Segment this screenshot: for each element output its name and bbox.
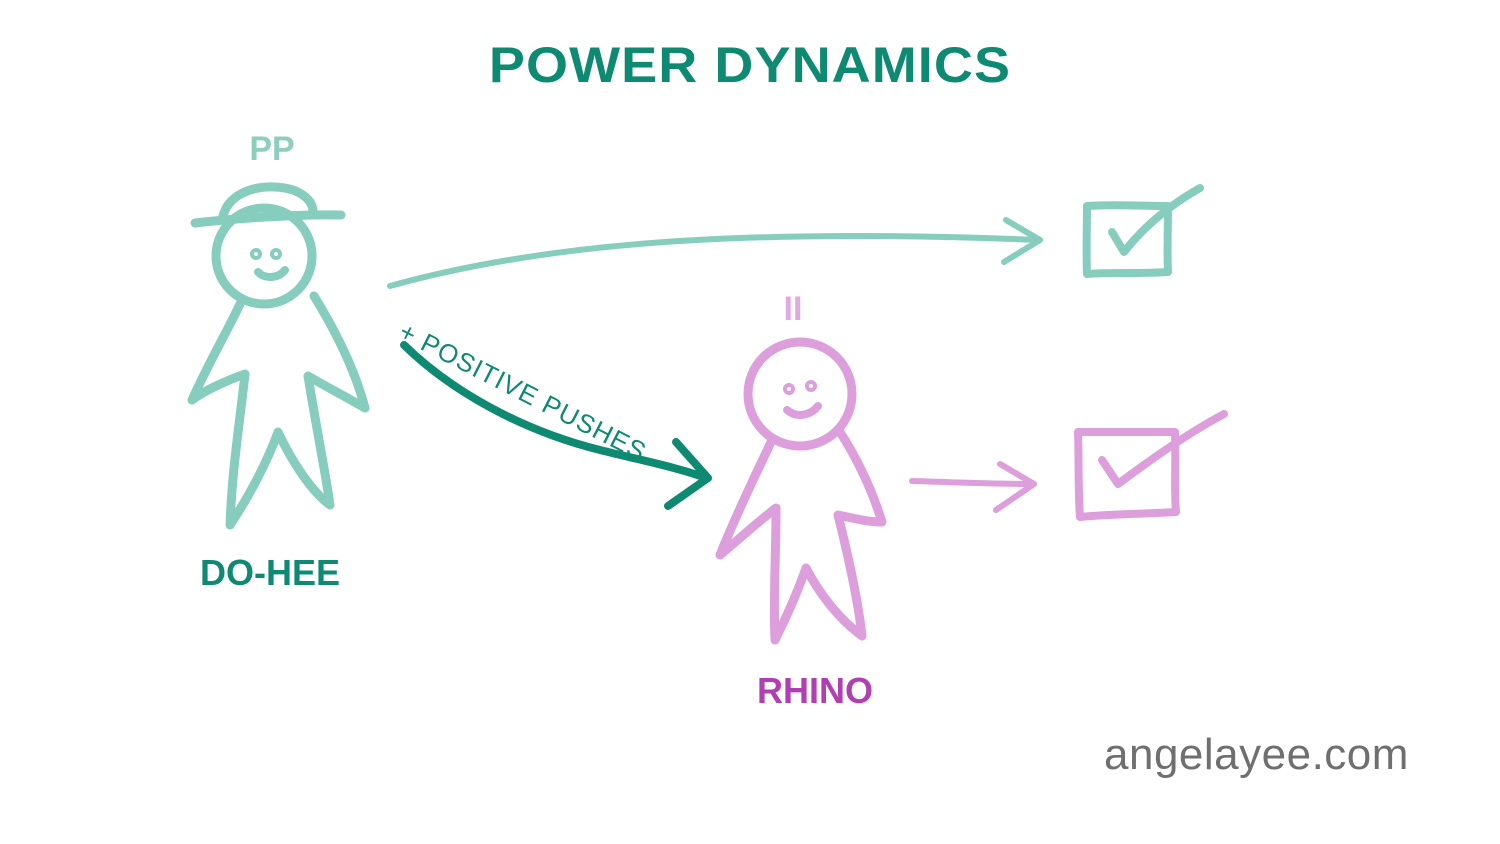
rhino-checkmark <box>1098 410 1228 488</box>
rhino-checkbox-box <box>1074 427 1180 521</box>
do-hee-hat-brim <box>190 210 346 228</box>
rhino-figure <box>715 337 887 645</box>
page-title: POWER DYNAMICS <box>488 37 1012 93</box>
positive-pushes-arrow <box>400 341 712 510</box>
rhino-tag: II <box>783 290 803 328</box>
rhino-right-eye <box>805 380 817 392</box>
rhino-left-eye <box>783 383 795 395</box>
rhino-smile <box>783 402 822 419</box>
rhino-head <box>743 337 857 451</box>
rhino-name: RHINO <box>757 670 873 711</box>
do-hee-task-arrow <box>387 217 1043 289</box>
do-hee-head <box>211 203 317 309</box>
do-hee-checkbox-box <box>1082 201 1172 278</box>
rhino-body <box>715 427 887 645</box>
do-hee-checkbox <box>1082 184 1204 278</box>
do-hee-tag: PP <box>249 130 295 168</box>
do-hee-right-eye <box>270 248 282 260</box>
rhino-task-arrow <box>909 461 1037 513</box>
do-hee-hat-crown <box>218 182 318 221</box>
do-hee-smile <box>254 266 289 281</box>
do-hee-figure <box>187 182 370 530</box>
do-hee-body <box>187 291 370 530</box>
rhino-checkbox <box>1074 410 1228 521</box>
do-hee-checkmark <box>1108 184 1204 256</box>
do-hee-name: DO-HEE <box>199 552 340 593</box>
website-watermark: angelayee.com <box>1104 730 1409 779</box>
do-hee-left-eye <box>250 248 262 260</box>
